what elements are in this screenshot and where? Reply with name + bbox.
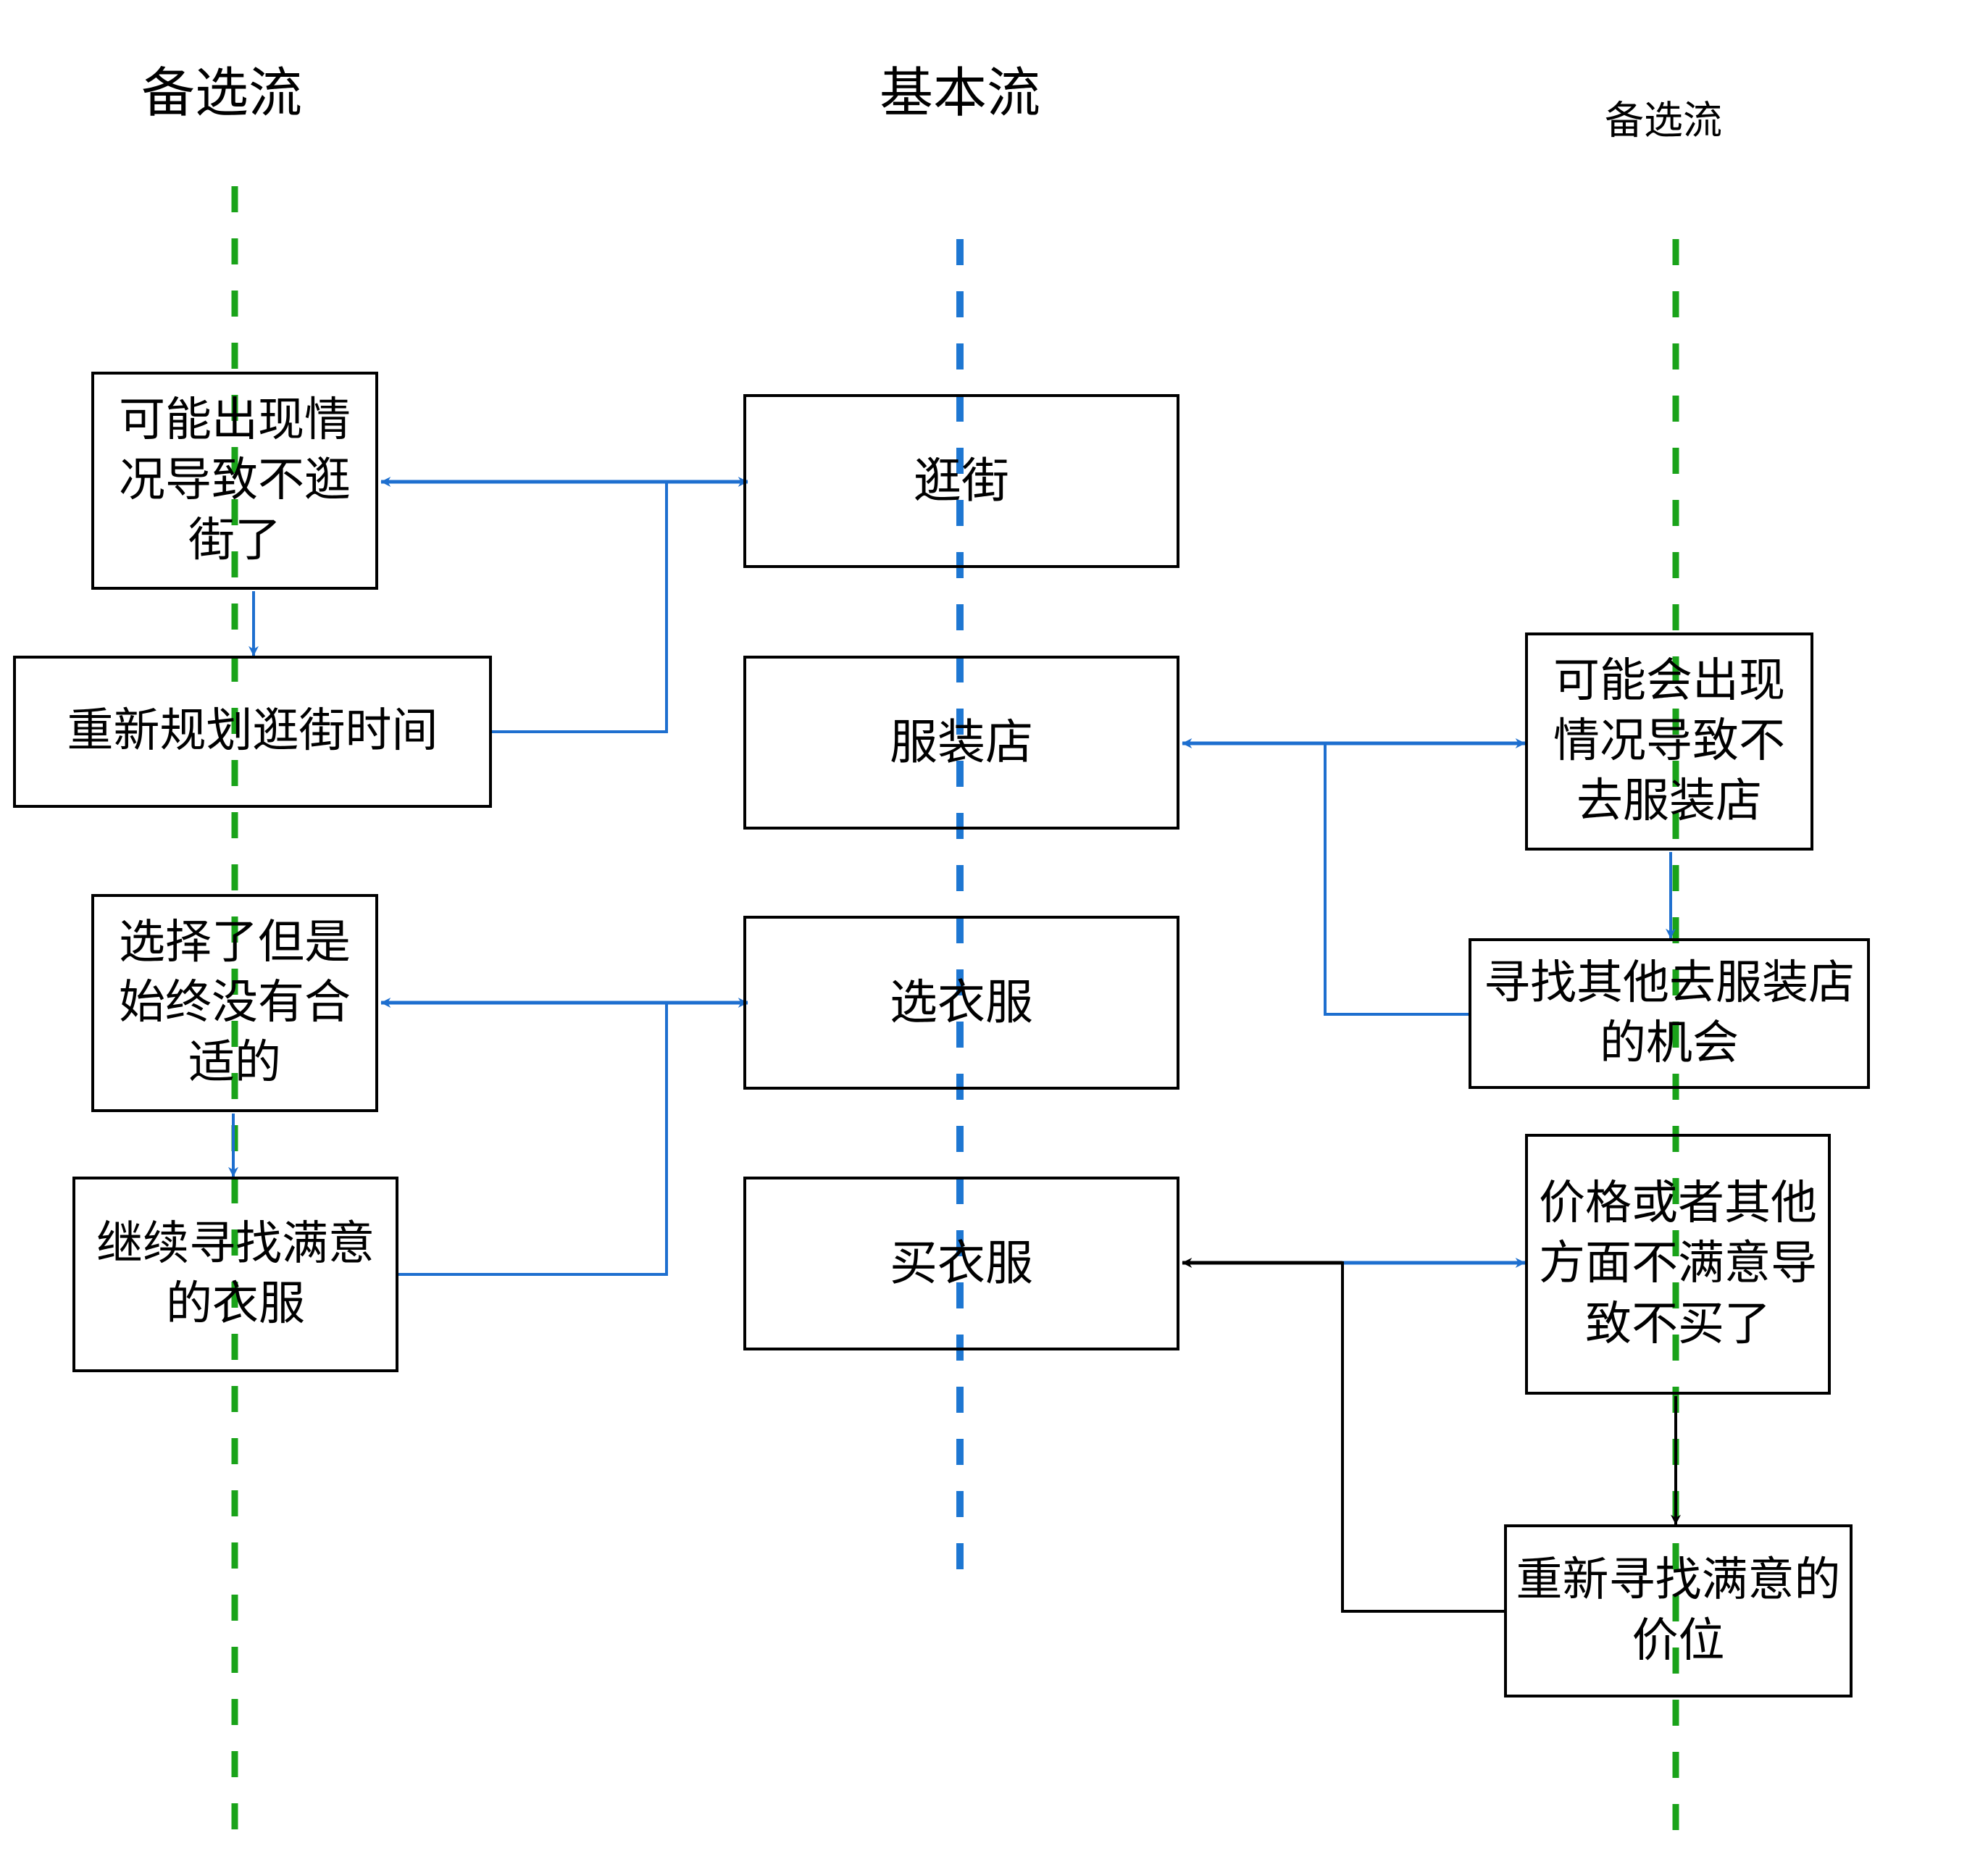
left-alternative-flow-header: 备选流 <box>141 62 302 125</box>
alt-keep-searching[interactable]: 继续寻找满意的衣服 <box>72 1177 398 1372</box>
alt-label: 寻找其他去服装店的机会 <box>1484 956 1855 1070</box>
right-alternative-flow-header: 备选流 <box>1605 97 1722 143</box>
alt-label: 价格或者其他方面不满意导致不买了 <box>1539 1177 1817 1351</box>
step-label: 选衣服 <box>890 974 1033 1031</box>
alt-new-price[interactable]: 重新寻找满意的价位 <box>1504 1524 1853 1697</box>
alt-no-fit[interactable]: 选择了但是始终没有合适的 <box>91 894 378 1112</box>
alt-label: 继续寻找满意的衣服 <box>96 1216 375 1331</box>
alt-label: 可能会出现情况导致不去服装店 <box>1553 653 1785 829</box>
step-clothing-store[interactable]: 服装店 <box>743 656 1179 830</box>
alt-label: 选择了但是始终没有合适的 <box>119 915 351 1090</box>
step-label: 买衣服 <box>890 1235 1033 1292</box>
step-stroll[interactable]: 逛街 <box>743 394 1179 568</box>
alt-label: 重新寻找满意的价位 <box>1516 1553 1841 1668</box>
step-label: 服装店 <box>890 714 1033 771</box>
step-buy-clothes[interactable]: 买衣服 <box>743 1177 1179 1350</box>
basic-flow-header: 基本流 <box>880 62 1040 125</box>
alt-skip-store[interactable]: 可能会出现情况导致不去服装店 <box>1525 632 1813 851</box>
alt-no-stroll[interactable]: 可能出现情况导致不逛街了 <box>91 372 378 590</box>
alt-label: 重新规划逛街时间 <box>67 704 438 759</box>
alt-other-store[interactable]: 寻找其他去服装店的机会 <box>1469 938 1870 1089</box>
step-label: 逛街 <box>914 453 1009 509</box>
alt-replan-stroll[interactable]: 重新规划逛街时间 <box>13 656 492 808</box>
alt-not-buy[interactable]: 价格或者其他方面不满意导致不买了 <box>1525 1134 1831 1395</box>
step-choose-clothes[interactable]: 选衣服 <box>743 916 1179 1090</box>
alt-label: 可能出现情况导致不逛街了 <box>119 393 351 568</box>
